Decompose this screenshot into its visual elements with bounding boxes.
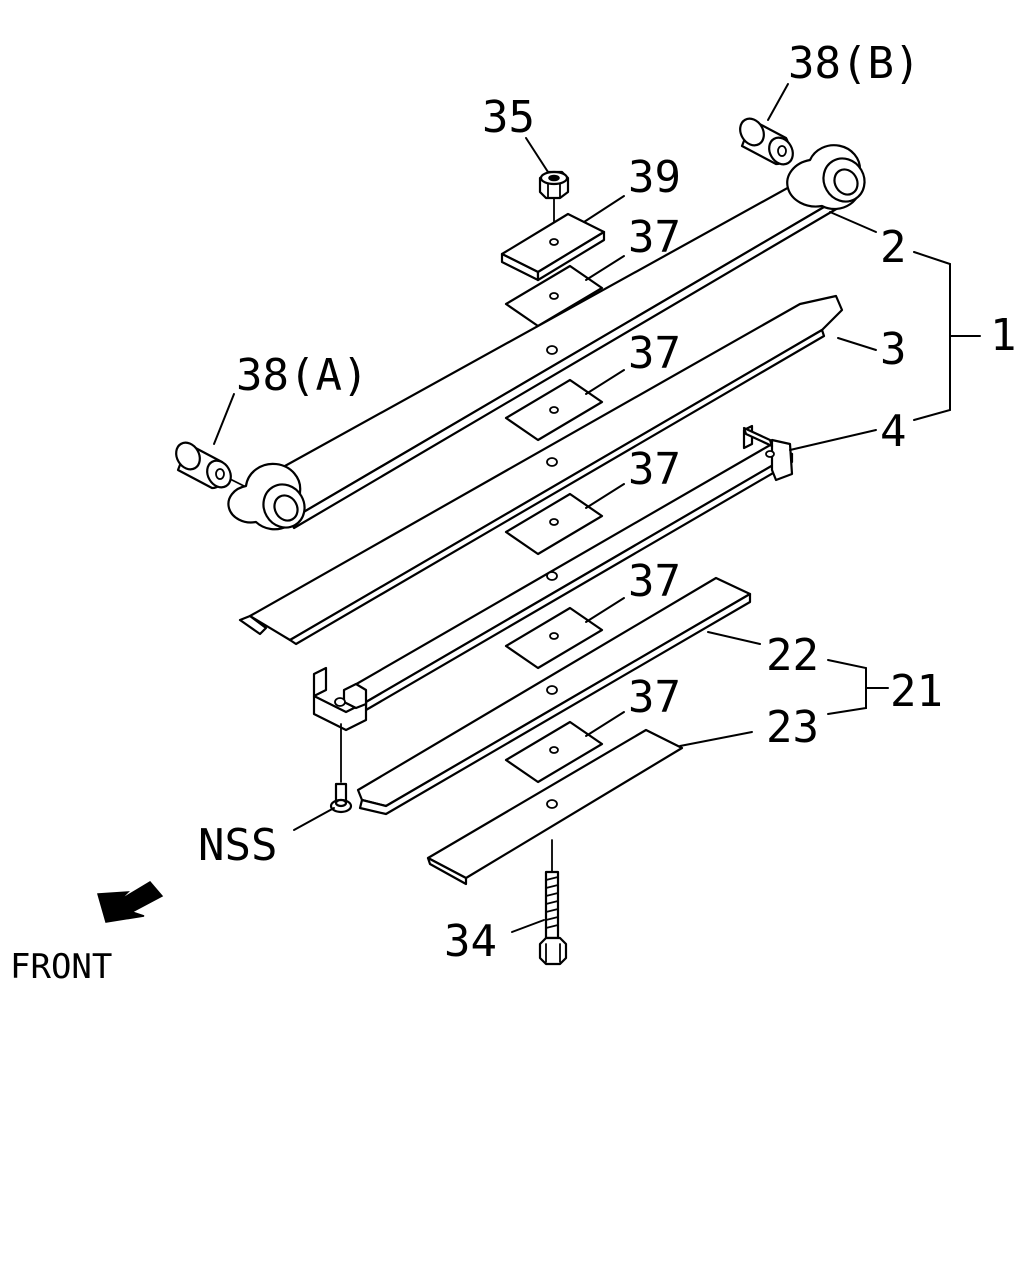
label-37-second: 37 xyxy=(628,328,681,379)
label-35: 35 xyxy=(482,92,535,143)
plate-39 xyxy=(500,212,606,282)
label-23: 23 xyxy=(766,702,819,753)
pad-37-second xyxy=(504,378,604,442)
label-3: 3 xyxy=(880,324,907,375)
rebound-leaf-4 xyxy=(312,424,794,732)
label-37-third: 37 xyxy=(628,444,681,495)
label-37-fourth: 37 xyxy=(628,556,681,607)
label-nss: NSS xyxy=(198,820,277,871)
leader-lines xyxy=(213,83,981,933)
bushing-38b xyxy=(739,117,794,166)
callout-labels: 38(B) 35 39 37 2 1 38(A) 37 3 4 37 37 22… xyxy=(10,38,1017,987)
label-2: 2 xyxy=(880,222,907,273)
pad-37-top xyxy=(504,264,604,328)
leaf-3 xyxy=(238,294,844,646)
label-4: 4 xyxy=(880,406,907,457)
main-leaf-2 xyxy=(227,144,866,531)
leaf-22 xyxy=(356,576,752,816)
pad-37-fourth xyxy=(504,606,604,670)
label-38b: 38(B) xyxy=(788,38,920,89)
front-label: FRONT xyxy=(10,947,112,987)
leaf-23 xyxy=(426,728,684,886)
label-34: 34 xyxy=(444,916,497,967)
label-37-bottom: 37 xyxy=(628,672,681,723)
label-21: 21 xyxy=(890,666,943,717)
bolt-nss xyxy=(329,723,353,814)
pad-37-third xyxy=(504,492,604,581)
pad-37-bottom xyxy=(504,720,604,784)
label-37-top: 37 xyxy=(628,212,681,263)
center-bolt-34 xyxy=(538,839,568,966)
label-39: 39 xyxy=(628,152,681,203)
label-38a: 38(A) xyxy=(236,350,368,401)
label-22: 22 xyxy=(766,630,819,681)
front-arrow-icon xyxy=(97,881,164,923)
label-1: 1 xyxy=(990,310,1017,361)
bushing-38a xyxy=(175,441,245,490)
